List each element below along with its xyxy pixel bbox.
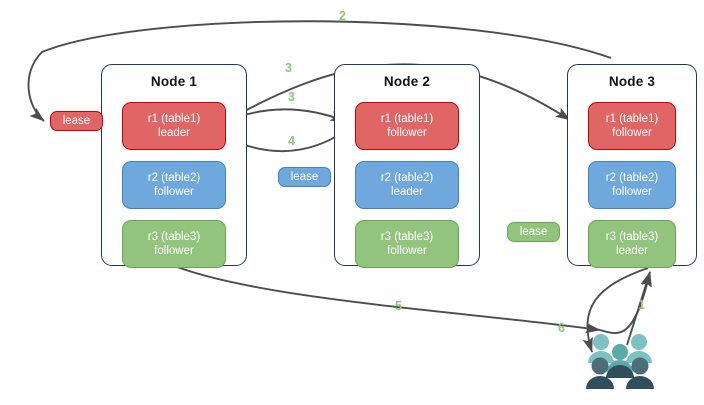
replica-role: leader (158, 127, 190, 139)
replica-role: follower (387, 127, 427, 139)
replica-role: leader (616, 245, 648, 257)
replica-role: leader (391, 186, 423, 198)
arrow-step-6 (582, 267, 649, 353)
replica-role: follower (612, 127, 652, 139)
node-card-2[interactable]: Node 2 r1 (table1) follower r2 (table2) … (334, 64, 480, 268)
replica-role: follower (154, 245, 194, 257)
lease-badge-red[interactable]: lease (50, 111, 103, 131)
node-card-3[interactable]: Node 3 r1 (table1) follower r2 (table2) … (567, 64, 697, 268)
step-label-5: 5 (395, 299, 402, 313)
arrow-step-5-tail (599, 271, 652, 334)
replica-name: r2 (table2) (605, 171, 659, 184)
replica-r3-node3[interactable]: r3 (table3) leader (588, 220, 676, 268)
replica-name: r2 (table2) (147, 171, 201, 184)
replica-r2-node2[interactable]: r2 (table2) leader (355, 161, 459, 209)
node-title-1: Node 1 (150, 74, 198, 89)
step-label-3b: 3 (288, 90, 295, 104)
replica-r1-node1[interactable]: r1 (table1) leader (122, 102, 226, 150)
step-label-4: 4 (288, 134, 295, 148)
lease-badge-blue[interactable]: lease (278, 167, 331, 187)
replica-role: follower (387, 245, 427, 257)
replica-name: r3 (table3) (605, 230, 659, 243)
node-card-1[interactable]: Node 1 r1 (table1) leader r2 (table2) fo… (101, 64, 247, 268)
node-title-3: Node 3 (608, 74, 656, 89)
replica-name: r1 (table1) (147, 112, 201, 125)
replica-role: follower (612, 186, 652, 198)
arrow-step-5 (171, 264, 601, 334)
replica-name: r3 (table3) (147, 230, 201, 243)
step-label-6: 6 (558, 321, 565, 335)
replica-r2-node1[interactable]: r2 (table2) follower (122, 161, 226, 209)
node-title-2: Node 2 (383, 74, 431, 89)
step-label-1: 1 (638, 298, 645, 312)
arrow-step-2 (27, 20, 612, 122)
replica-r3-node2[interactable]: r3 (table3) follower (355, 220, 459, 268)
replica-r2-node3[interactable]: r2 (table2) follower (588, 161, 676, 209)
replica-name: r1 (table1) (605, 112, 659, 125)
replica-r3-node1[interactable]: r3 (table3) follower (122, 220, 226, 268)
replica-role: follower (154, 186, 194, 198)
step-label-2: 2 (339, 9, 346, 23)
replica-name: r2 (table2) (380, 171, 434, 184)
replica-name: r3 (table3) (380, 230, 434, 243)
replica-r1-node3[interactable]: r1 (table1) follower (588, 102, 676, 150)
replica-name: r1 (table1) (380, 112, 434, 125)
step-label-3a: 3 (285, 61, 292, 75)
lease-badge-green[interactable]: lease (507, 222, 560, 242)
replica-r1-node2[interactable]: r1 (table1) follower (355, 102, 459, 150)
